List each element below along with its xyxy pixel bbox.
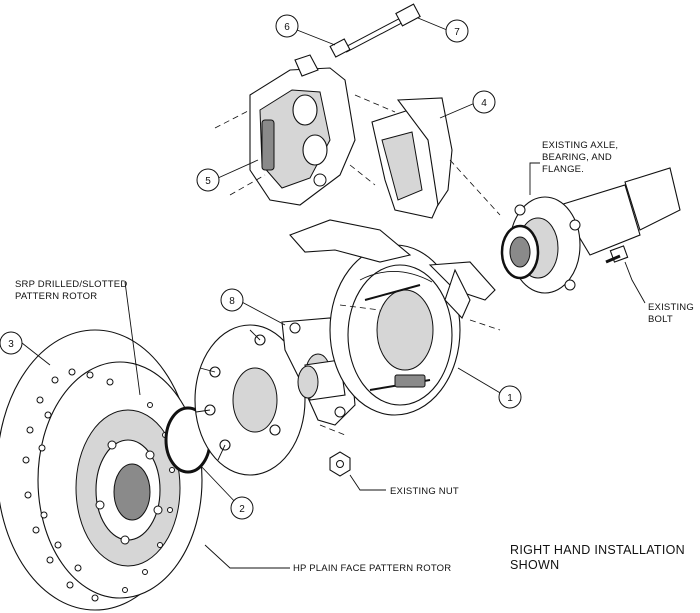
leader-lines [21,17,646,569]
callout-6: 6 [275,14,299,38]
axle-bearing-flange [500,167,681,294]
caliper [249,54,356,206]
axle-label-line3: FLANGE. [542,164,584,175]
hat-plate [194,324,306,476]
installation-note-line2: SHOWN [510,558,559,572]
callout-5-number: 5 [205,176,211,187]
callout-2-number: 2 [239,504,245,515]
parking-brake-assembly [289,219,496,416]
srp-rotor-label-line1: SRP DRILLED/SLOTTED [15,279,127,290]
callout-3-number: 3 [8,339,14,350]
axle-label-line2: BEARING, AND [542,152,612,163]
callout-8: 8 [220,288,244,312]
callout-5: 5 [196,168,220,192]
axle-label-line1: EXISTING AXLE, [542,140,618,151]
rotor-drill-holes [22,368,175,602]
hp-rotor-label: HP PLAIN FACE PATTERN ROTOR [293,563,451,574]
callout-1: 1 [498,385,522,409]
callout-8-number: 8 [229,296,235,307]
brake-pads [371,97,453,219]
callout-6-number: 6 [284,22,290,33]
rotor [0,329,203,611]
installation-note-line1: RIGHT HAND INSTALLATION [510,543,685,557]
rotor-lug-holes [95,440,163,545]
callout-4-number: 4 [481,98,487,109]
callout-2: 2 [230,496,254,520]
bolt-label-line2: BOLT [648,314,673,325]
existing-bolt [605,245,629,264]
callout-1-number: 1 [507,393,513,404]
bolt-label-line1: EXISTING [648,302,694,313]
callout-7-number: 7 [454,27,460,38]
callout-3: 3 [0,331,23,355]
callout-7: 7 [445,19,469,43]
srp-rotor-label-line2: PATTERN ROTOR [15,291,97,302]
callout-4: 4 [472,90,496,114]
existing-nut [329,451,351,477]
existing-nut-label: EXISTING NUT [390,486,459,497]
bolt-and-spacer [329,3,421,58]
axle-stub [297,359,346,401]
assembly-guide-lines [214,94,501,436]
